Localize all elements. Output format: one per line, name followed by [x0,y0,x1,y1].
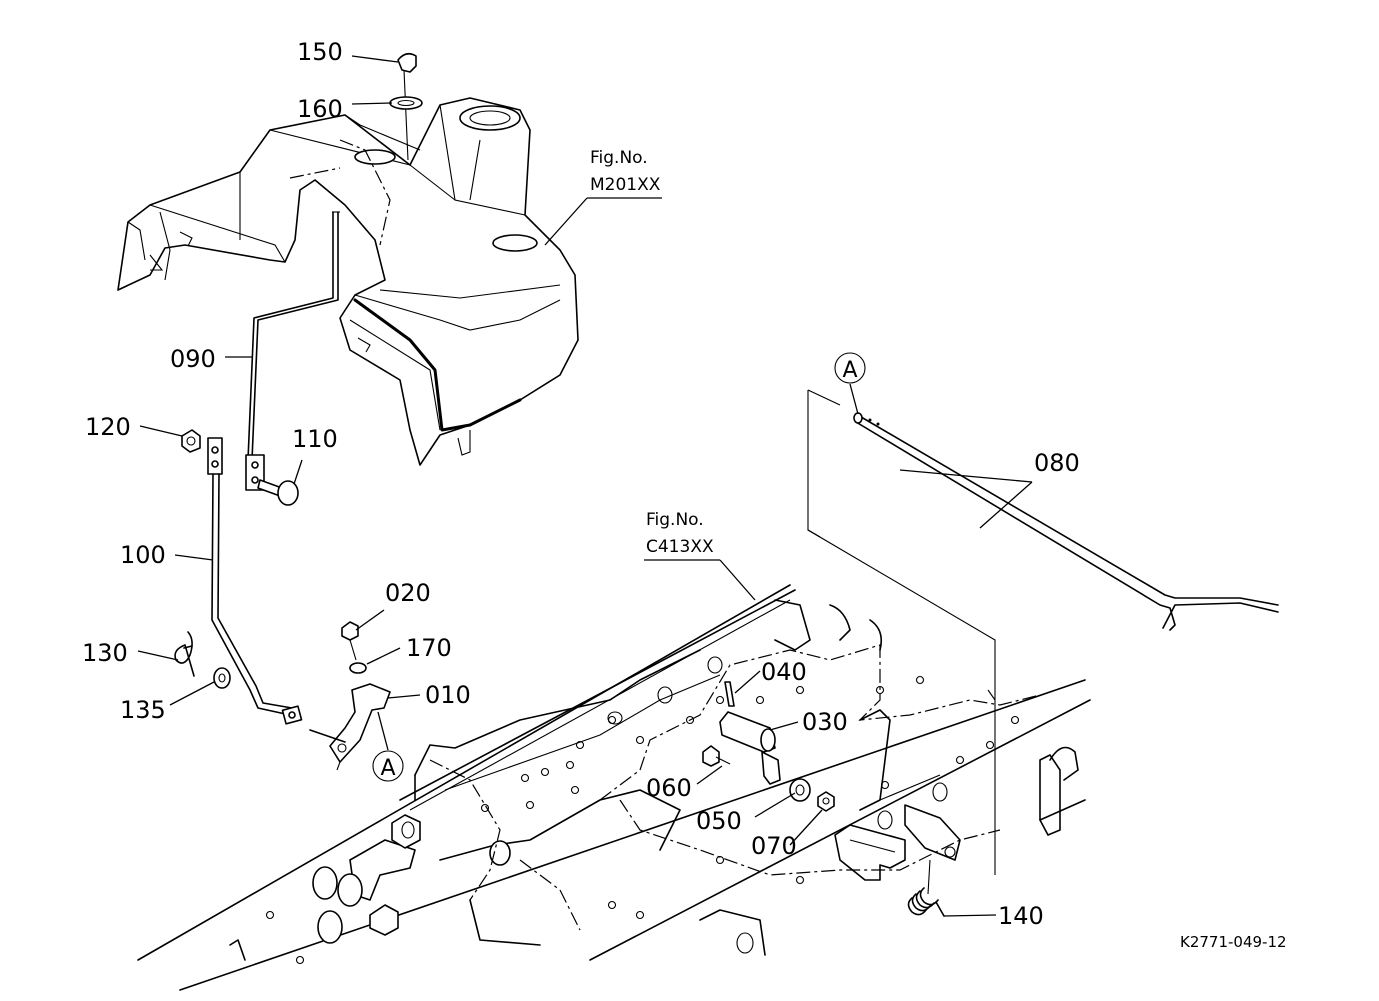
frame-panel-outline [807,389,996,875]
marker-a-bottom: A [380,756,395,781]
grommet-160 [389,96,423,110]
part-label-040: 040 [761,658,807,686]
bolt-060 [702,745,731,767]
bolt-110 [257,479,299,506]
part-labels: 150 160 090 120 110 100 130 135 020 170 … [82,38,1080,930]
bolt-020 [341,621,359,661]
part-label-120: 120 [85,413,131,441]
part-label-100: 100 [120,541,166,569]
part-label-110: 110 [292,425,338,453]
rod-080 [853,412,1279,631]
part-label-080: 080 [1034,449,1080,477]
part-label-130: 130 [82,639,128,667]
part-label-020: 020 [385,579,431,607]
fig-ref-c413-line1: Fig.No. [646,510,704,530]
frame-holes [265,656,1020,965]
frame [137,584,1091,991]
knob-150 [397,52,417,161]
bracket-010 [309,683,391,771]
pin-040 [724,681,735,707]
nut-070 [817,791,835,812]
part-label-140: 140 [998,902,1044,930]
part-label-010: 010 [425,681,471,709]
part-label-135: 135 [120,696,166,724]
part-label-090: 090 [170,345,216,373]
marker-a-top: A [842,358,857,383]
fig-ref-m201-line2: M201XX [590,175,661,195]
bushing-050 [789,778,811,802]
nut-120 [181,429,201,453]
fender-cover [117,97,579,466]
leader-lines [137,55,1033,917]
part-label-070: 070 [751,832,797,860]
spring-140 [907,859,945,917]
fig-ref-m201: Fig.No. M201XX [590,148,661,195]
document-id: K2771-049-12 [1180,933,1287,951]
fig-ref-c413-line2: C413XX [646,537,714,557]
fig-ref-m201-line1: Fig.No. [590,148,648,168]
fig-ref-c413: Fig.No. C413XX [646,510,714,557]
part-label-060: 060 [646,774,692,802]
pin-130 [174,631,195,677]
part-label-160: 160 [297,95,343,123]
part-label-150: 150 [297,38,343,66]
shaft-030 [719,711,781,785]
rod-100 [207,437,303,725]
part-label-030: 030 [802,708,848,736]
connection-marker-bottom: A [372,750,404,782]
rod-090 [245,211,340,491]
connection-marker-top: A [834,352,866,384]
washer-170 [349,662,367,674]
washer-135 [213,667,231,689]
part-label-050: 050 [696,807,742,835]
part-label-170: 170 [406,634,452,662]
